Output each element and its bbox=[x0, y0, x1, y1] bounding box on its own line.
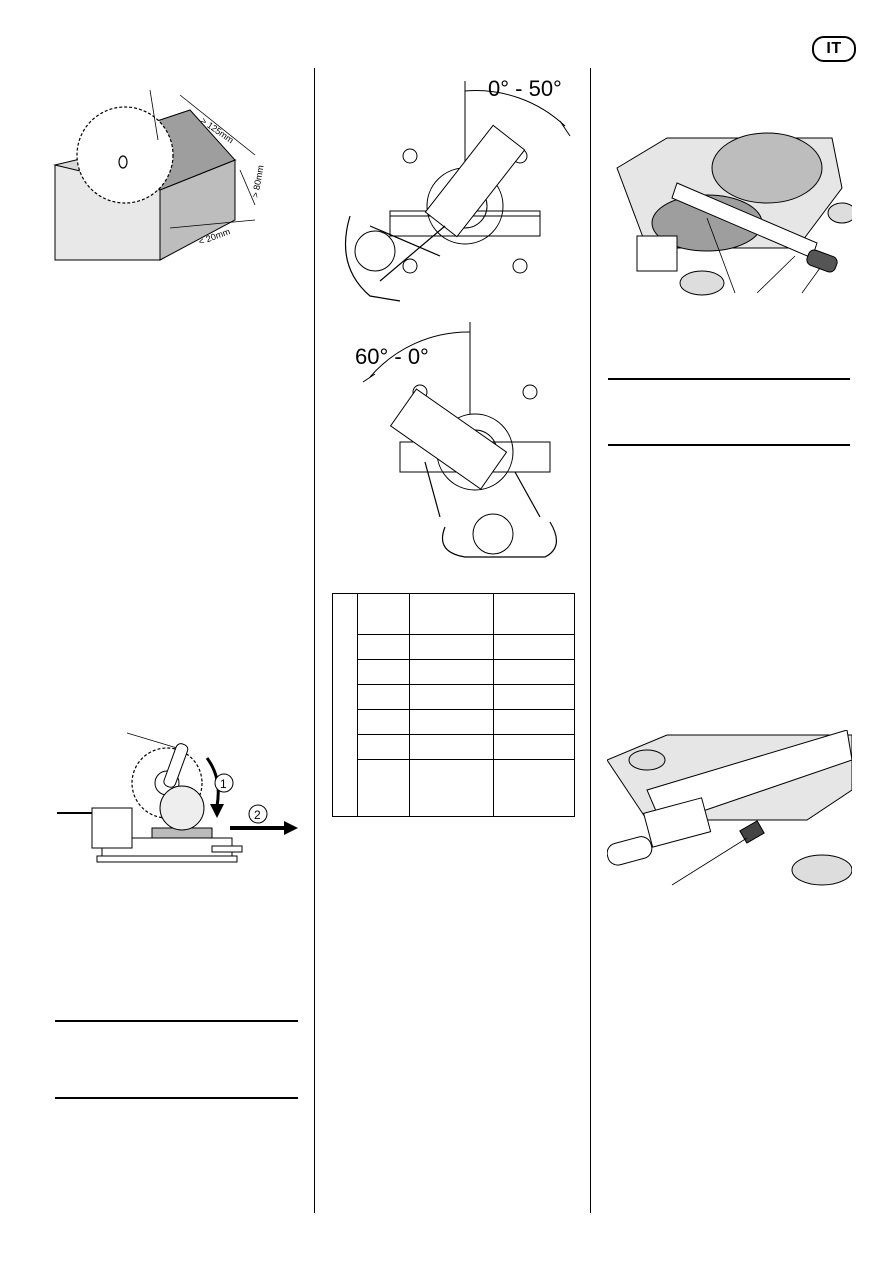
table-cell bbox=[409, 659, 494, 685]
table-header-cell bbox=[493, 593, 575, 635]
saw-blade-icon bbox=[76, 106, 174, 204]
figure-saw-rail bbox=[607, 128, 852, 303]
separator-rule bbox=[608, 444, 850, 446]
figure-blade-dimensions: > 125mm > 80mm < 20mm bbox=[53, 89, 266, 261]
table-cell bbox=[493, 634, 575, 660]
column-divider-right bbox=[590, 68, 591, 1213]
table-header-cell bbox=[357, 593, 410, 635]
table-cell bbox=[357, 634, 410, 660]
separator-rule bbox=[55, 1020, 298, 1022]
angle-arc-icon bbox=[369, 331, 471, 378]
table-row-header-cell bbox=[332, 593, 358, 817]
table-cell bbox=[493, 684, 575, 710]
spec-table bbox=[332, 593, 575, 817]
table-header-cell bbox=[409, 593, 494, 635]
table-cell bbox=[409, 734, 494, 760]
language-badge-label: IT bbox=[826, 40, 842, 57]
figure-bevel-left: 60° - 0° bbox=[355, 322, 557, 558]
table-cell bbox=[409, 634, 494, 660]
column-divider-left bbox=[314, 68, 315, 1213]
angle-range-right-label: 0° - 50° bbox=[488, 76, 562, 101]
table-cell bbox=[409, 684, 494, 710]
language-badge: IT bbox=[812, 36, 856, 62]
table-cell bbox=[357, 659, 410, 685]
table-cell bbox=[409, 709, 494, 735]
table-cell bbox=[493, 759, 575, 817]
table-cell bbox=[409, 759, 494, 817]
table-cell bbox=[357, 684, 410, 710]
separator-rule bbox=[608, 378, 850, 380]
table-cell bbox=[357, 709, 410, 735]
table-cell bbox=[493, 659, 575, 685]
table-cell bbox=[357, 734, 410, 760]
table-cell bbox=[493, 709, 575, 735]
dim-height-label: > 80mm bbox=[250, 164, 266, 198]
figure-cut-steps: 1 2 bbox=[57, 732, 298, 863]
step-1-label: 1 bbox=[220, 777, 227, 791]
angle-arc-icon bbox=[464, 90, 566, 127]
figure-bevel-right: 0° - 50° bbox=[344, 76, 571, 302]
separator-rule bbox=[55, 1097, 298, 1099]
step-2-label: 2 bbox=[254, 808, 261, 822]
operator-figure-icon bbox=[344, 215, 446, 302]
figure-lock-knob bbox=[607, 730, 852, 895]
operator-figure-icon bbox=[424, 461, 557, 558]
table-cell bbox=[493, 734, 575, 760]
table-cell bbox=[357, 759, 410, 817]
